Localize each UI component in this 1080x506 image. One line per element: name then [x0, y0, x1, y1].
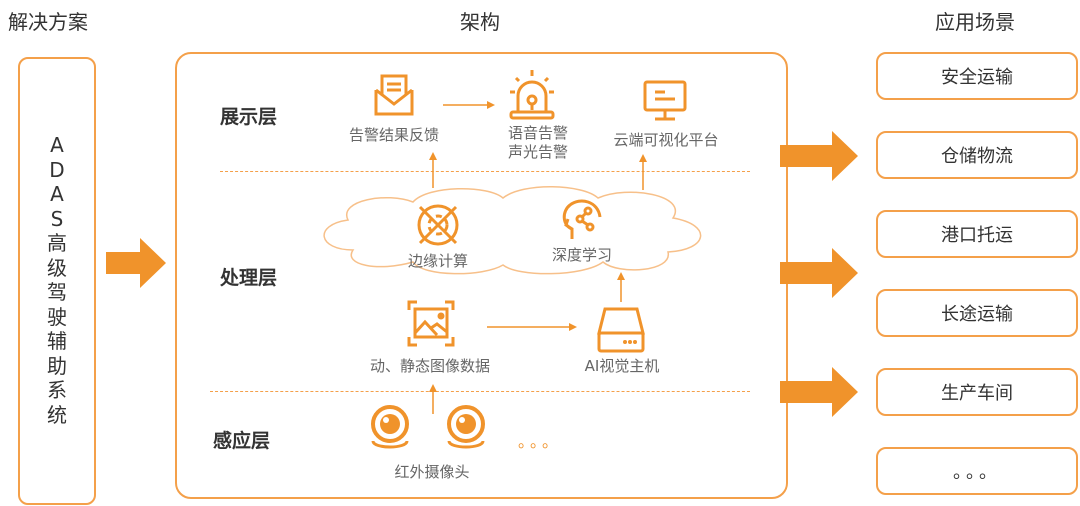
solution-box: [18, 57, 96, 505]
scenario-item: 港口托运: [876, 210, 1078, 258]
solution-char: 系: [47, 378, 67, 402]
arrow-right-icon: [487, 323, 577, 331]
deep-learning-icon: [562, 199, 602, 239]
solution-char: S: [50, 206, 64, 231]
solution-char: 级: [47, 255, 67, 280]
solution-char: 驶: [47, 304, 67, 329]
solution-char: A: [50, 133, 64, 157]
cloud-icon: [323, 186, 702, 275]
envelope-icon: [374, 74, 414, 116]
more-sensors: 。。。: [518, 432, 563, 451]
header-scenarios: 应用场景: [935, 10, 1015, 34]
solution-char: 统: [47, 402, 67, 427]
monitor-icon: [643, 80, 687, 121]
scenario-item: 仓储物流: [876, 131, 1078, 179]
image-icon: [407, 300, 455, 347]
divider: [210, 391, 750, 392]
divider: [220, 171, 750, 172]
arrow-up-icon: [639, 154, 647, 190]
arrow-right-icon: [443, 101, 495, 109]
header-solution: 解决方案: [8, 10, 88, 34]
layer-sensing: 感应层: [213, 430, 271, 452]
alarm-light-icon: [509, 70, 555, 120]
node-voice-alarm-line1: 语音告警: [507, 124, 568, 142]
scenario-item: 。。。: [876, 447, 1078, 495]
layer-display: 展示层: [220, 106, 278, 128]
node-image-data: 动、静态图像数据: [369, 357, 490, 375]
node-voice-alarm-line2: 声光告警: [507, 143, 568, 161]
node-edge-computing: 边缘计算: [407, 252, 468, 270]
camera-icon: [371, 405, 409, 449]
arrow-up-icon: [617, 272, 625, 302]
right-arrow-icon: [780, 367, 858, 417]
solution-char: 驾: [47, 280, 67, 304]
scenario-item: 长途运输: [876, 289, 1078, 337]
right-arrow-icon: [106, 238, 166, 288]
solution-char: 辅: [47, 329, 67, 353]
server-icon: [597, 307, 645, 353]
node-voice-alarm: 语音告警声光告警: [478, 124, 598, 162]
node-ir-camera: 红外摄像头: [394, 463, 470, 481]
right-arrow-icon: [780, 248, 858, 298]
solution-char: D: [49, 157, 65, 182]
camera-icon: [447, 405, 485, 449]
solution-char: A: [50, 182, 64, 206]
right-arrow-icon: [780, 131, 858, 181]
solution-char: 高: [47, 231, 67, 255]
node-ai-host: AI视觉主机: [584, 357, 660, 375]
solution-char: 助: [47, 353, 67, 378]
arrow-up-icon: [429, 152, 437, 188]
edge-computing-icon: [417, 204, 459, 246]
arrow-up-icon: [429, 384, 437, 414]
node-cloud-platform: 云端可视化平台: [613, 131, 719, 149]
scenario-item: 生产车间: [876, 368, 1078, 416]
layer-processing: 处理层: [220, 267, 278, 289]
node-deep-learning: 深度学习: [551, 246, 612, 264]
header-architecture: 架构: [460, 10, 500, 34]
scenario-item: 安全运输: [876, 52, 1078, 100]
node-feedback: 告警结果反馈: [348, 126, 439, 144]
